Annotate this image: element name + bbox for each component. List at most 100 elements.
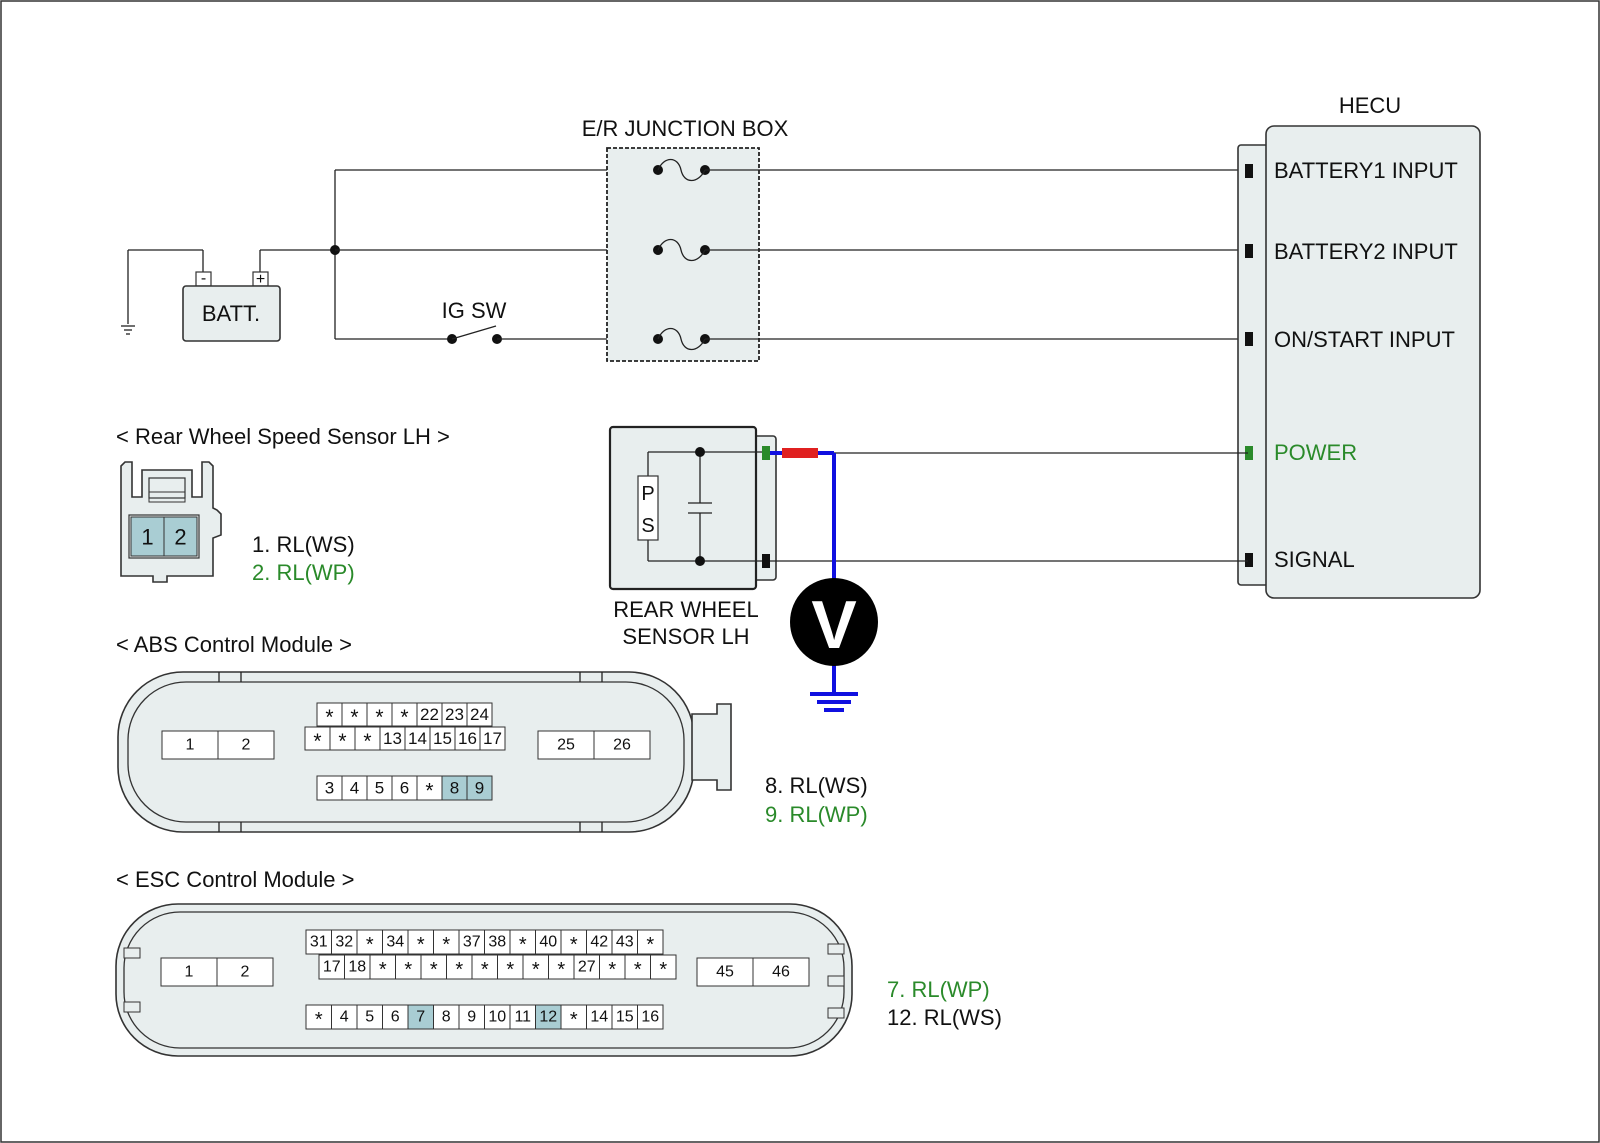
battery: - + BATT. <box>182 270 281 342</box>
svg-text:*: * <box>570 934 578 956</box>
abs-row3-pin: 3 <box>316 775 343 801</box>
svg-text:25: 25 <box>557 737 575 754</box>
abs-row2-pin: 15 <box>429 726 456 751</box>
abs-row1-pin: * <box>341 702 368 729</box>
svg-text:*: * <box>506 959 514 981</box>
abs-row3-pin: 5 <box>366 775 393 801</box>
abs-row1-pin: * <box>366 702 393 729</box>
svg-text:*: * <box>315 1009 323 1031</box>
hecu: HECU BATTERY1 INPUT BATTERY2 INPUT ON/ST… <box>1237 93 1481 599</box>
svg-text:31: 31 <box>310 934 328 951</box>
svg-text:15: 15 <box>616 1009 634 1026</box>
abs-row3-pin: 8 <box>441 775 468 801</box>
abs-row2-pin: 14 <box>404 726 431 751</box>
svg-text:37: 37 <box>463 934 481 951</box>
hecu-input-signal: SIGNAL <box>1274 547 1355 572</box>
esc-row2-pin: 17 <box>318 954 345 980</box>
battery-pos-label: + <box>256 271 265 288</box>
abs-right-pin: 26 <box>593 730 651 760</box>
esc-row2-pin: * <box>446 954 473 981</box>
svg-text:*: * <box>363 730 371 753</box>
esc-row2-pin: * <box>522 954 549 981</box>
abs-row2-pin: * <box>354 726 381 753</box>
svg-text:17: 17 <box>483 729 502 748</box>
rear-wheel-sensor: P S REAR WHEEL SENSOR LH <box>608 425 777 649</box>
abs-row1-pin: * <box>316 702 343 729</box>
svg-text:13: 13 <box>383 729 402 748</box>
svg-text:*: * <box>400 706 408 729</box>
svg-text:4: 4 <box>340 1009 349 1026</box>
esc-row3-pin: 9 <box>458 1004 485 1030</box>
svg-text:2: 2 <box>241 964 250 981</box>
svg-text:34: 34 <box>386 934 404 951</box>
esc-row2-pin: * <box>624 954 651 981</box>
svg-text:6: 6 <box>391 1009 400 1026</box>
hecu-pin-signal <box>1245 553 1253 567</box>
svg-text:17: 17 <box>323 959 341 976</box>
svg-text:*: * <box>519 934 527 956</box>
hecu-input-power: POWER <box>1274 440 1357 465</box>
esc-row1-pin: 34 <box>382 929 409 955</box>
esc-right-pin: 45 <box>696 957 754 987</box>
junction-box: E/R JUNCTION BOX <box>582 116 789 362</box>
svg-text:14: 14 <box>590 1009 608 1026</box>
esc-legend-2: 12. RL(WS) <box>887 1005 1002 1030</box>
esc-row2-pin: * <box>497 954 524 981</box>
esc-right-pin: 46 <box>752 957 810 987</box>
svg-text:1: 1 <box>186 737 195 754</box>
esc-row1-pin: 37 <box>458 929 485 955</box>
svg-text:5: 5 <box>375 779 384 798</box>
svg-text:*: * <box>532 959 540 981</box>
svg-text:15: 15 <box>433 729 452 748</box>
esc-row3-pin: 12 <box>535 1004 562 1030</box>
abs-module-title: < ABS Control Module > <box>116 632 352 657</box>
svg-text:16: 16 <box>641 1009 659 1026</box>
svg-text:7: 7 <box>416 1009 425 1026</box>
svg-text:2: 2 <box>242 737 251 754</box>
abs-left-pin: 2 <box>217 730 275 760</box>
svg-text:9: 9 <box>475 779 484 798</box>
svg-text:14: 14 <box>408 729 427 748</box>
svg-text:*: * <box>417 934 425 956</box>
battery-label: BATT. <box>202 301 260 326</box>
esc-row2-pin: * <box>650 954 677 981</box>
esc-row3-pin: 6 <box>382 1004 409 1030</box>
abs-left-pin: 1 <box>161 730 219 760</box>
abs-row1-pin: 22 <box>416 702 443 727</box>
ground-icon <box>121 250 135 335</box>
abs-row1-pin: 24 <box>466 702 493 727</box>
hecu-pin-power <box>1245 446 1253 460</box>
svg-text:45: 45 <box>716 964 734 981</box>
esc-row1-pin: * <box>637 929 664 956</box>
power-circuit: - + BATT. IG SW E/R JUNCTION BOX <box>121 116 1248 362</box>
svg-text:2: 2 <box>174 525 186 550</box>
ps-s-label: S <box>641 515 654 537</box>
voltmeter: V <box>770 448 878 712</box>
esc-row3-pin: 10 <box>484 1004 511 1030</box>
probe-tip <box>782 448 818 458</box>
svg-text:38: 38 <box>488 934 506 951</box>
wss-connector: < Rear Wheel Speed Sensor LH > 1 2 1. RL… <box>116 424 450 585</box>
svg-text:*: * <box>634 959 642 981</box>
capacitor-icon <box>688 452 712 561</box>
svg-text:12: 12 <box>539 1009 557 1026</box>
svg-text:32: 32 <box>335 934 353 951</box>
svg-text:1: 1 <box>185 964 194 981</box>
hecu-title: HECU <box>1339 93 1401 118</box>
esc-row1-pin: 40 <box>535 929 562 955</box>
svg-text:3: 3 <box>325 779 334 798</box>
esc-row3-pin: 15 <box>611 1004 638 1030</box>
svg-text:43: 43 <box>616 934 634 951</box>
svg-text:4: 4 <box>350 779 359 798</box>
junction-box-title: E/R JUNCTION BOX <box>582 116 789 141</box>
svg-text:40: 40 <box>539 934 557 951</box>
svg-text:*: * <box>430 959 438 981</box>
esc-row2-pin: * <box>599 954 626 981</box>
svg-text:26: 26 <box>613 737 631 754</box>
svg-text:8: 8 <box>450 779 459 798</box>
hecu-input-battery1: BATTERY1 INPUT <box>1274 158 1458 183</box>
wss-legend-2: 2. RL(WP) <box>252 560 355 585</box>
hecu-input-onstart: ON/START INPUT <box>1274 327 1455 352</box>
